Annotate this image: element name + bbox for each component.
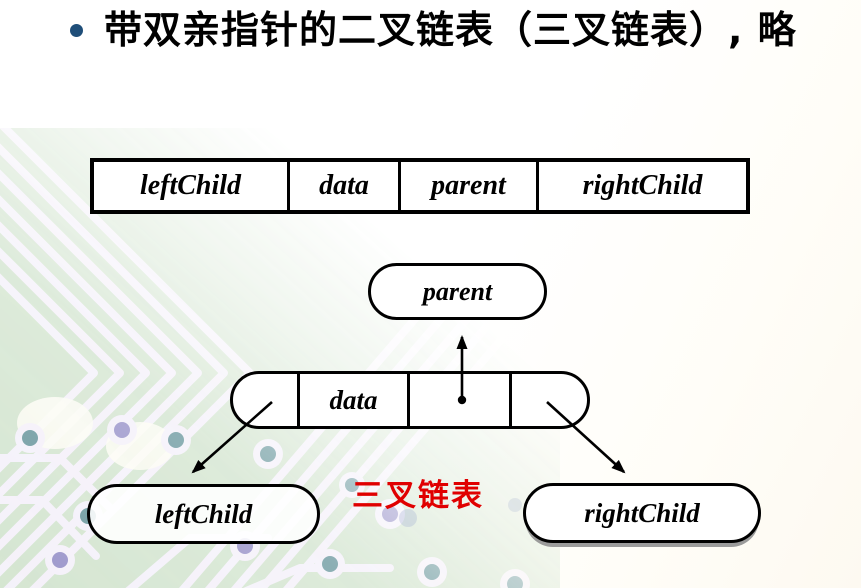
parent-node-oval: parent — [368, 263, 547, 320]
record-cell-leftchild: leftChild — [139, 170, 242, 201]
record-cell-rightchild: rightChild — [536, 162, 746, 210]
record-cell-data: data — [287, 162, 398, 210]
title-row: 带双亲指针的二叉链表（三叉链表）, 略 — [70, 6, 850, 55]
caption-ternary-linked-list: 三叉链表 — [352, 478, 484, 514]
bullet-icon — [70, 24, 83, 37]
data-field: data — [297, 374, 407, 426]
page-title: 带双亲指针的二叉链表（三叉链表）, 略 — [104, 8, 797, 52]
node-record-table: leftChild data parent rightChild — [90, 158, 750, 214]
record-cell-parent: parent — [398, 162, 536, 210]
parent-pointer-field — [407, 374, 509, 426]
right-child-node-oval: rightChild — [523, 483, 761, 543]
right-child-pointer-field — [509, 374, 587, 426]
left-child-pointer-field — [233, 374, 297, 426]
left-child-node-oval: leftChild — [87, 484, 320, 544]
tree-node-capsule: data — [230, 371, 590, 429]
